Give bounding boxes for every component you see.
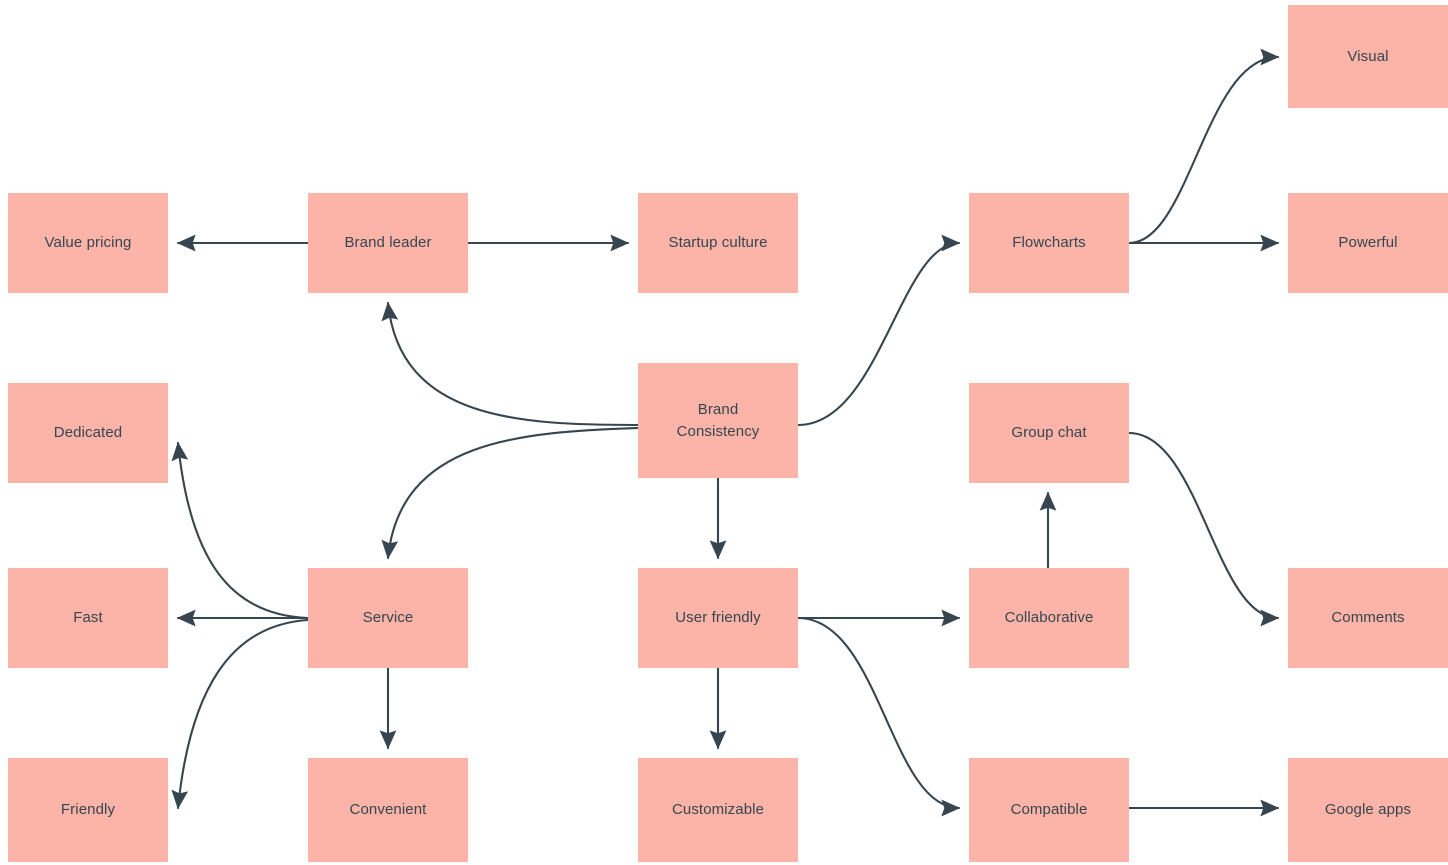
node-collaborative[interactable]: Collaborative [969,568,1129,668]
node-comments[interactable]: Comments [1288,568,1448,668]
node-compatible[interactable]: Compatible [969,758,1129,862]
node-visual[interactable]: Visual [1288,5,1448,108]
node-user-friendly[interactable]: User friendly [638,568,798,668]
node-service[interactable]: Service [308,568,468,668]
node-flowcharts[interactable]: Flowcharts [969,193,1129,293]
edge-service-to-dedicated [171,441,310,620]
node-dedicated[interactable]: Dedicated [8,383,168,483]
edge-group-chat-to-comments [1127,431,1280,627]
node-fast[interactable]: Fast [8,568,168,668]
edge-brand-consistency-to-flowcharts [796,234,961,427]
node-customizable[interactable]: Customizable [638,758,798,862]
node-value-pricing[interactable]: Value pricing [8,193,168,293]
edge-user-friendly-to-compatible [796,616,961,817]
node-powerful[interactable]: Powerful [1288,193,1448,293]
node-convenient[interactable]: Convenient [308,758,468,862]
node-brand-leader[interactable]: Brand leader [308,193,468,293]
node-friendly[interactable]: Friendly [8,758,168,862]
edge-brand-consistency-to-brand-leader [381,301,640,427]
node-group-chat[interactable]: Group chat [969,383,1129,483]
edge-brand-consistency-to-service [381,426,640,560]
node-google-apps[interactable]: Google apps [1288,758,1448,862]
edge-flowcharts-to-visual [1127,48,1280,245]
node-brand-consistency[interactable]: Brand Consistency [638,363,798,478]
edge-service-to-friendly [171,618,310,810]
node-startup-culture[interactable]: Startup culture [638,193,798,293]
